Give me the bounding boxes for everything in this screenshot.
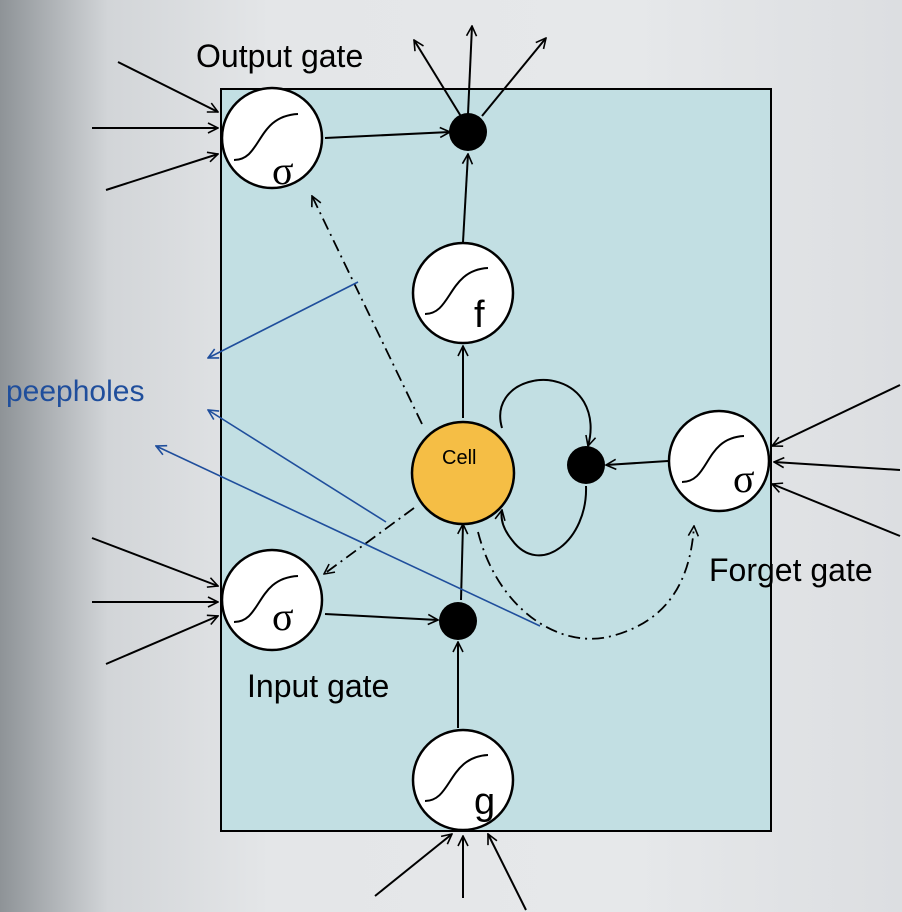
output-squash-node: f (411, 241, 515, 345)
input-gate-inputs (91, 537, 218, 665)
peephole-to-output-gate (312, 196, 423, 425)
recurrent-loop-top (499, 379, 590, 446)
sigmoid-icon (233, 575, 299, 623)
peephole-to-input-gate (324, 507, 415, 574)
forget-gate-label: Forget gate (709, 552, 873, 588)
sigmoid-icon (424, 267, 489, 315)
cell-node: Cell (410, 420, 516, 526)
input-gate-node: σ (220, 548, 324, 652)
sigmoid-icon (681, 435, 745, 483)
input-gate-to-mult (324, 613, 438, 620)
peephole-pointers (156, 281, 541, 627)
forget-gate-to-mult (606, 461, 669, 465)
input-squash-node: g (411, 728, 515, 832)
output-multiply-node (449, 113, 487, 151)
forget-gate-inputs (772, 384, 901, 537)
output-gate-label: Output gate (196, 38, 363, 74)
peephole-to-forget-gate (477, 526, 694, 640)
mult-to-cell (461, 524, 463, 601)
output-gate-symbol: σ (272, 148, 294, 193)
peepholes-label: peepholes (6, 375, 144, 408)
forget-gate-symbol: σ (733, 456, 755, 501)
sigmoid-icon (233, 113, 299, 161)
forget-multiply-node (567, 446, 605, 484)
cell-label: Cell (442, 447, 476, 469)
recurrent-loop-bottom (501, 485, 588, 557)
input-squash-symbol: g (474, 781, 495, 823)
sigmoid-icon (424, 754, 489, 802)
output-squash-symbol: f (474, 294, 485, 336)
forget-gate-node: σ (667, 409, 771, 513)
output-gate-to-mult (324, 132, 450, 139)
cell-input-inputs (374, 834, 527, 911)
output-gate-inputs (92, 61, 218, 191)
output-gate-node: σ (220, 86, 324, 193)
input-gate-label: Input gate (247, 668, 389, 704)
block-outputs (414, 26, 546, 119)
input-gate-symbol: σ (272, 594, 294, 639)
f-to-mult (463, 154, 468, 243)
input-multiply-node (439, 602, 477, 640)
